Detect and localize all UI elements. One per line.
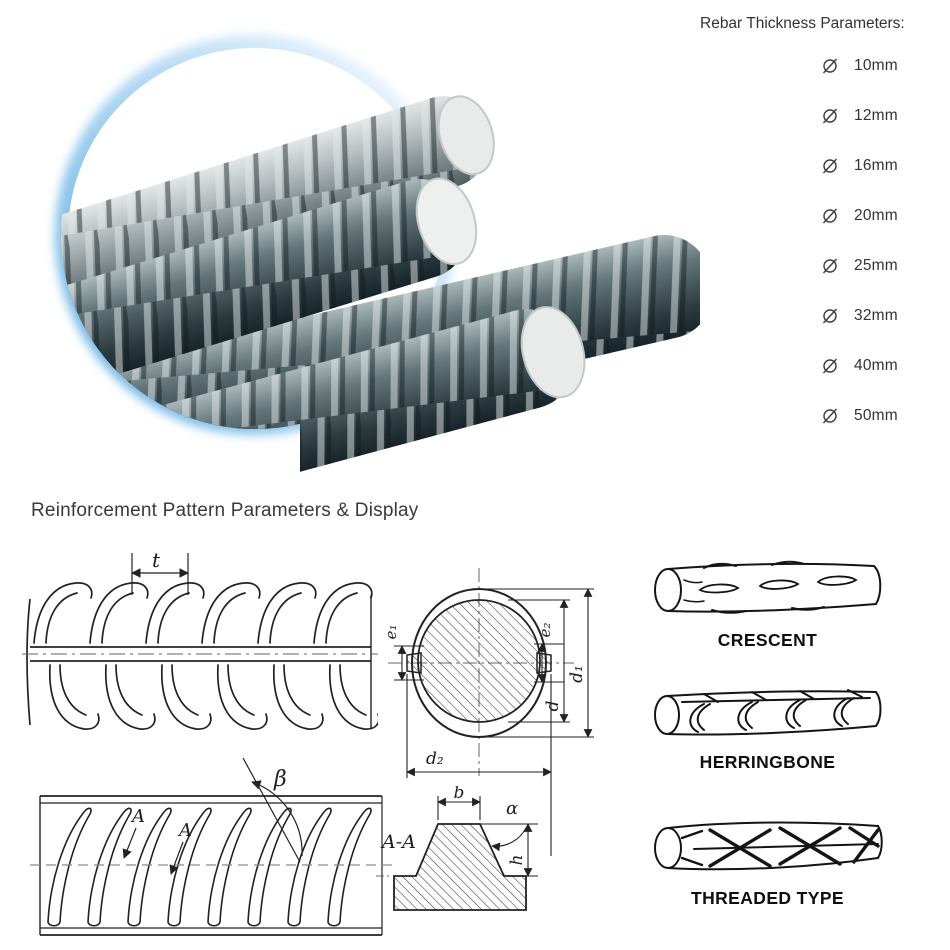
- crescent-rebar-drawing: [653, 560, 881, 614]
- side-view-diagram: t: [22, 548, 378, 730]
- herringbone-rebar-drawing: [653, 689, 881, 736]
- type-block-threaded: THREADED TYPE: [635, 818, 900, 909]
- thickness-value: 25mm: [854, 257, 898, 274]
- thickness-value: 10mm: [854, 57, 898, 74]
- rib-height-label: h: [507, 855, 527, 866]
- threaded-rebar-drawing: [653, 821, 883, 871]
- aa-section-diagram: A-A b α h: [376, 786, 538, 911]
- diameter-icon: [822, 208, 838, 224]
- pattern-section-heading: Reinforcement Pattern Parameters & Displ…: [31, 500, 419, 521]
- diameter-icon: [822, 358, 838, 374]
- diameter-icon: [822, 408, 838, 424]
- rebar-photo-illustration: [55, 35, 700, 490]
- thickness-item: 20mm: [700, 191, 945, 241]
- type-block-crescent: CRESCENT: [635, 560, 900, 651]
- rebar-cut-face: [520, 306, 586, 399]
- profile-view-diagram: β A A: [30, 757, 394, 936]
- thickness-item: 10mm: [700, 41, 945, 91]
- e2-label: e₂: [536, 623, 554, 638]
- thickness-item: 50mm: [700, 391, 945, 441]
- thickness-item: 40mm: [700, 341, 945, 391]
- diameter-icon: [822, 108, 838, 124]
- type-label-crescent: CRESCENT: [717, 630, 818, 650]
- thickness-panel-title: Rebar Thickness Parameters:: [700, 15, 905, 32]
- rebar-bar-top: [61, 95, 495, 314]
- type-label-threaded: THREADED TYPE: [691, 888, 844, 908]
- d2-label: d₂: [426, 749, 444, 769]
- diameter-icon: [822, 308, 838, 324]
- thickness-item: 32mm: [700, 291, 945, 341]
- thickness-value: 12mm: [854, 107, 898, 124]
- thickness-value: 40mm: [854, 357, 898, 374]
- alpha-label: α: [506, 798, 518, 819]
- section-mark-a2: A: [177, 820, 192, 841]
- thickness-value: 20mm: [854, 207, 898, 224]
- diameter-icon: [822, 158, 838, 174]
- type-label-herringbone: HERRINGBONE: [699, 752, 836, 772]
- rib-width-label: b: [454, 786, 465, 803]
- beta-label: β: [273, 767, 287, 792]
- thickness-item: 16mm: [700, 141, 945, 191]
- thickness-value: 16mm: [854, 157, 898, 174]
- thickness-list: 10mm 12mm 16mm 20mm 25mm 32mm: [700, 41, 945, 441]
- d1-label: d₁: [567, 665, 587, 683]
- d-label: d: [543, 700, 563, 711]
- thickness-value: 50mm: [854, 407, 898, 424]
- diameter-icon: [822, 58, 838, 74]
- cross-section-diagram: e₁ e₂ d d₁ d₂: [388, 568, 594, 856]
- thickness-item: 25mm: [700, 241, 945, 291]
- type-block-herringbone: HERRINGBONE: [635, 688, 900, 773]
- e1-label: e₁: [388, 625, 400, 640]
- diameter-icon: [822, 258, 838, 274]
- rib-pitch-label: t: [152, 548, 161, 572]
- thickness-item: 12mm: [700, 91, 945, 141]
- thickness-panel: Rebar Thickness Parameters: 10mm 12mm 16…: [700, 15, 945, 441]
- section-title-label: A-A: [380, 831, 416, 853]
- rebar-cut-face: [415, 177, 478, 266]
- section-mark-a1: A: [130, 806, 145, 827]
- rebar-cut-face: [437, 95, 495, 176]
- thickness-value: 32mm: [854, 307, 898, 324]
